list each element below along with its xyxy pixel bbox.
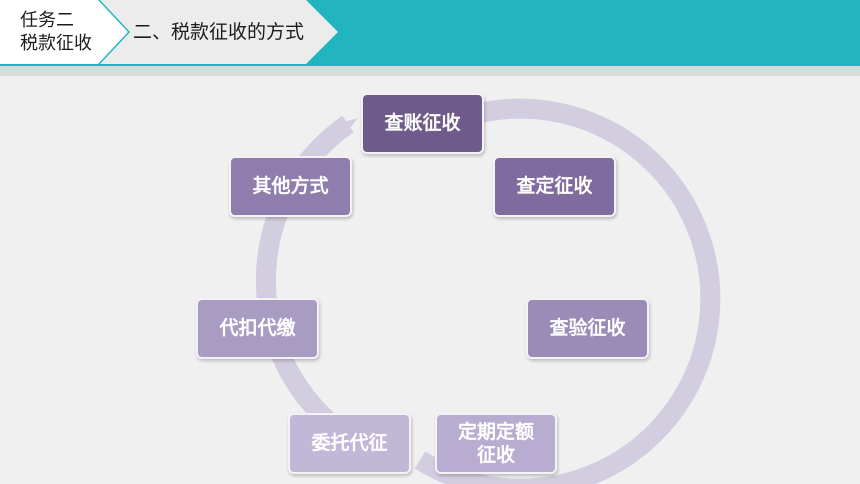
section-title: 二、税款征收的方式 bbox=[133, 21, 305, 43]
task-label: 任务二 税款征收 bbox=[20, 9, 92, 55]
node-cha-yan: 查验征收 bbox=[526, 298, 649, 359]
node-ding-qi-ding-e: 定期定额 征收 bbox=[435, 413, 557, 474]
node-wei-tuo-dai-zheng-label: 委托代征 bbox=[311, 432, 388, 454]
node-dai-kou-dai-jiao-label: 代扣代缴 bbox=[219, 317, 296, 339]
node-wei-tuo-dai-zheng: 委托代征 bbox=[288, 413, 411, 474]
node-cha-yan-label: 查验征收 bbox=[549, 317, 626, 339]
section-chevron bbox=[100, 0, 338, 64]
task-label-line1: 任务二 bbox=[20, 10, 74, 31]
ring-arc-right bbox=[414, 98, 721, 484]
node-dai-kou-dai-jiao: 代扣代缴 bbox=[196, 298, 319, 359]
node-qi-ta-fang-shi: 其他方式 bbox=[229, 156, 352, 217]
node-cha-zhang: 查账征收 bbox=[361, 93, 484, 154]
ring-arrowhead bbox=[330, 118, 358, 140]
node-ding-qi-ding-e-line2: 征收 bbox=[476, 443, 515, 466]
node-qi-ta-fang-shi-label: 其他方式 bbox=[252, 175, 329, 197]
task-chevron bbox=[0, 0, 128, 64]
node-cha-ding: 查定征收 bbox=[493, 156, 616, 217]
header-shadow bbox=[0, 66, 860, 76]
node-cha-zhang-label: 查账征收 bbox=[384, 112, 461, 134]
node-cha-ding-label: 查定征收 bbox=[516, 175, 593, 197]
node-ding-qi-ding-e-line1: 定期定额 bbox=[457, 420, 534, 443]
task-label-line2: 税款征收 bbox=[20, 33, 92, 54]
